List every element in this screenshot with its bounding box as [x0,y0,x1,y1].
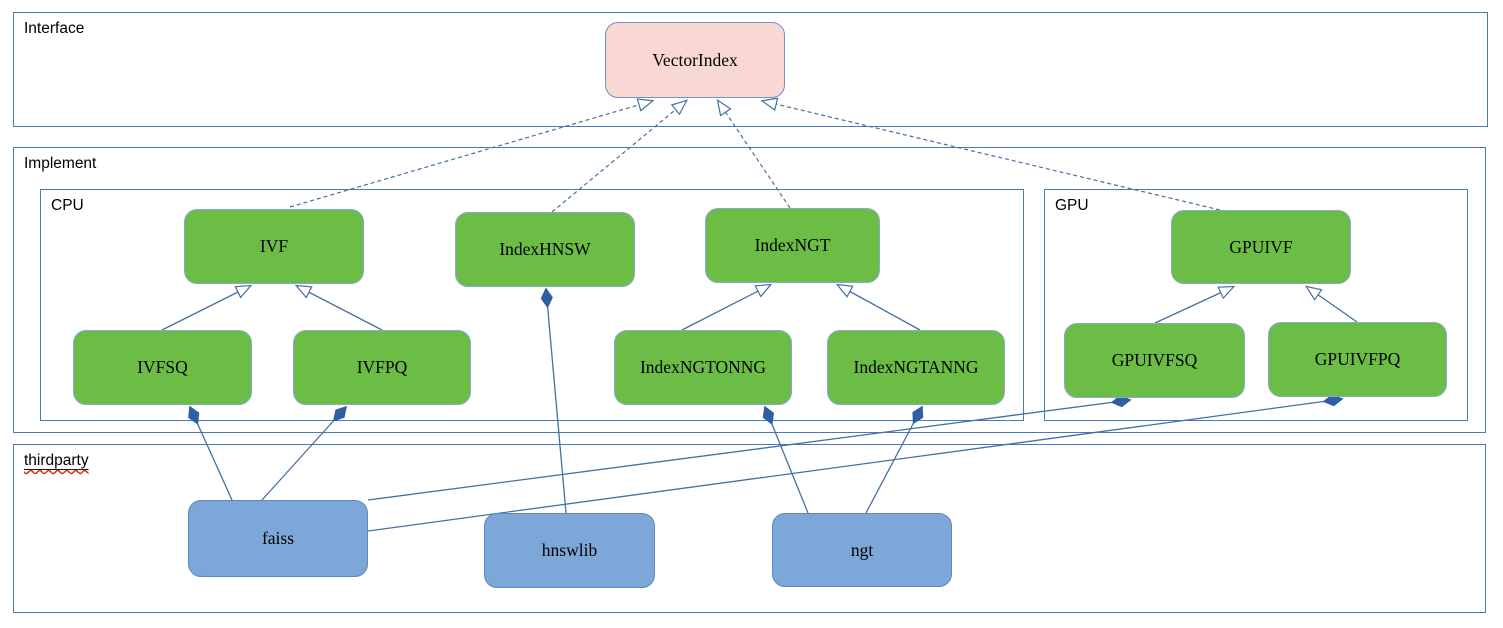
node-faiss-label: faiss [261,528,295,548]
node-ivfsq[interactable]: IVFSQ [73,330,252,405]
node-gpuivfpq[interactable]: GPUIVFPQ [1268,322,1447,397]
container-thirdparty-label: thirdparty [24,452,89,469]
node-vectorindex[interactable]: VectorIndex [605,22,785,98]
node-ivf[interactable]: IVF [184,209,364,284]
node-indexhnsw[interactable]: IndexHNSW [455,212,635,287]
node-ivfsq-label: IVFSQ [137,357,188,377]
node-faiss[interactable]: faiss [188,500,368,577]
node-gpuivfpq-label: GPUIVFPQ [1314,349,1401,369]
node-indexhnsw-label: IndexHNSW [499,239,591,259]
node-indexngtanng-label: IndexNGTANNG [853,357,979,377]
node-ivfpq-label: IVFPQ [356,357,408,377]
container-cpu-label: CPU [51,197,84,214]
node-gpuivf[interactable]: GPUIVF [1171,210,1351,284]
node-vectorindex-label: VectorIndex [652,49,738,70]
container-implement-label: Implement [24,155,97,172]
node-ivfpq[interactable]: IVFPQ [293,330,471,405]
node-indexngtonng-label: IndexNGTONNG [639,357,767,377]
node-ngt[interactable]: ngt [772,513,952,587]
node-indexngt-label: IndexNGT [754,235,831,255]
node-ivf-label: IVF [259,236,289,256]
node-hnswlib[interactable]: hnswlib [484,513,655,588]
container-gpu-label: GPU [1055,197,1089,214]
node-indexngtonng[interactable]: IndexNGTONNG [614,330,792,405]
node-indexngtanng[interactable]: IndexNGTANNG [827,330,1005,405]
node-ngt-label: ngt [850,539,874,560]
node-hnswlib-label: hnswlib [541,540,598,560]
node-gpuivfsq-label: GPUIVFSQ [1111,350,1198,370]
container-interface-label: Interface [24,20,85,37]
node-indexngt[interactable]: IndexNGT [705,208,880,283]
node-gpuivfsq[interactable]: GPUIVFSQ [1064,323,1245,398]
node-gpuivf-label: GPUIVF [1229,236,1293,257]
